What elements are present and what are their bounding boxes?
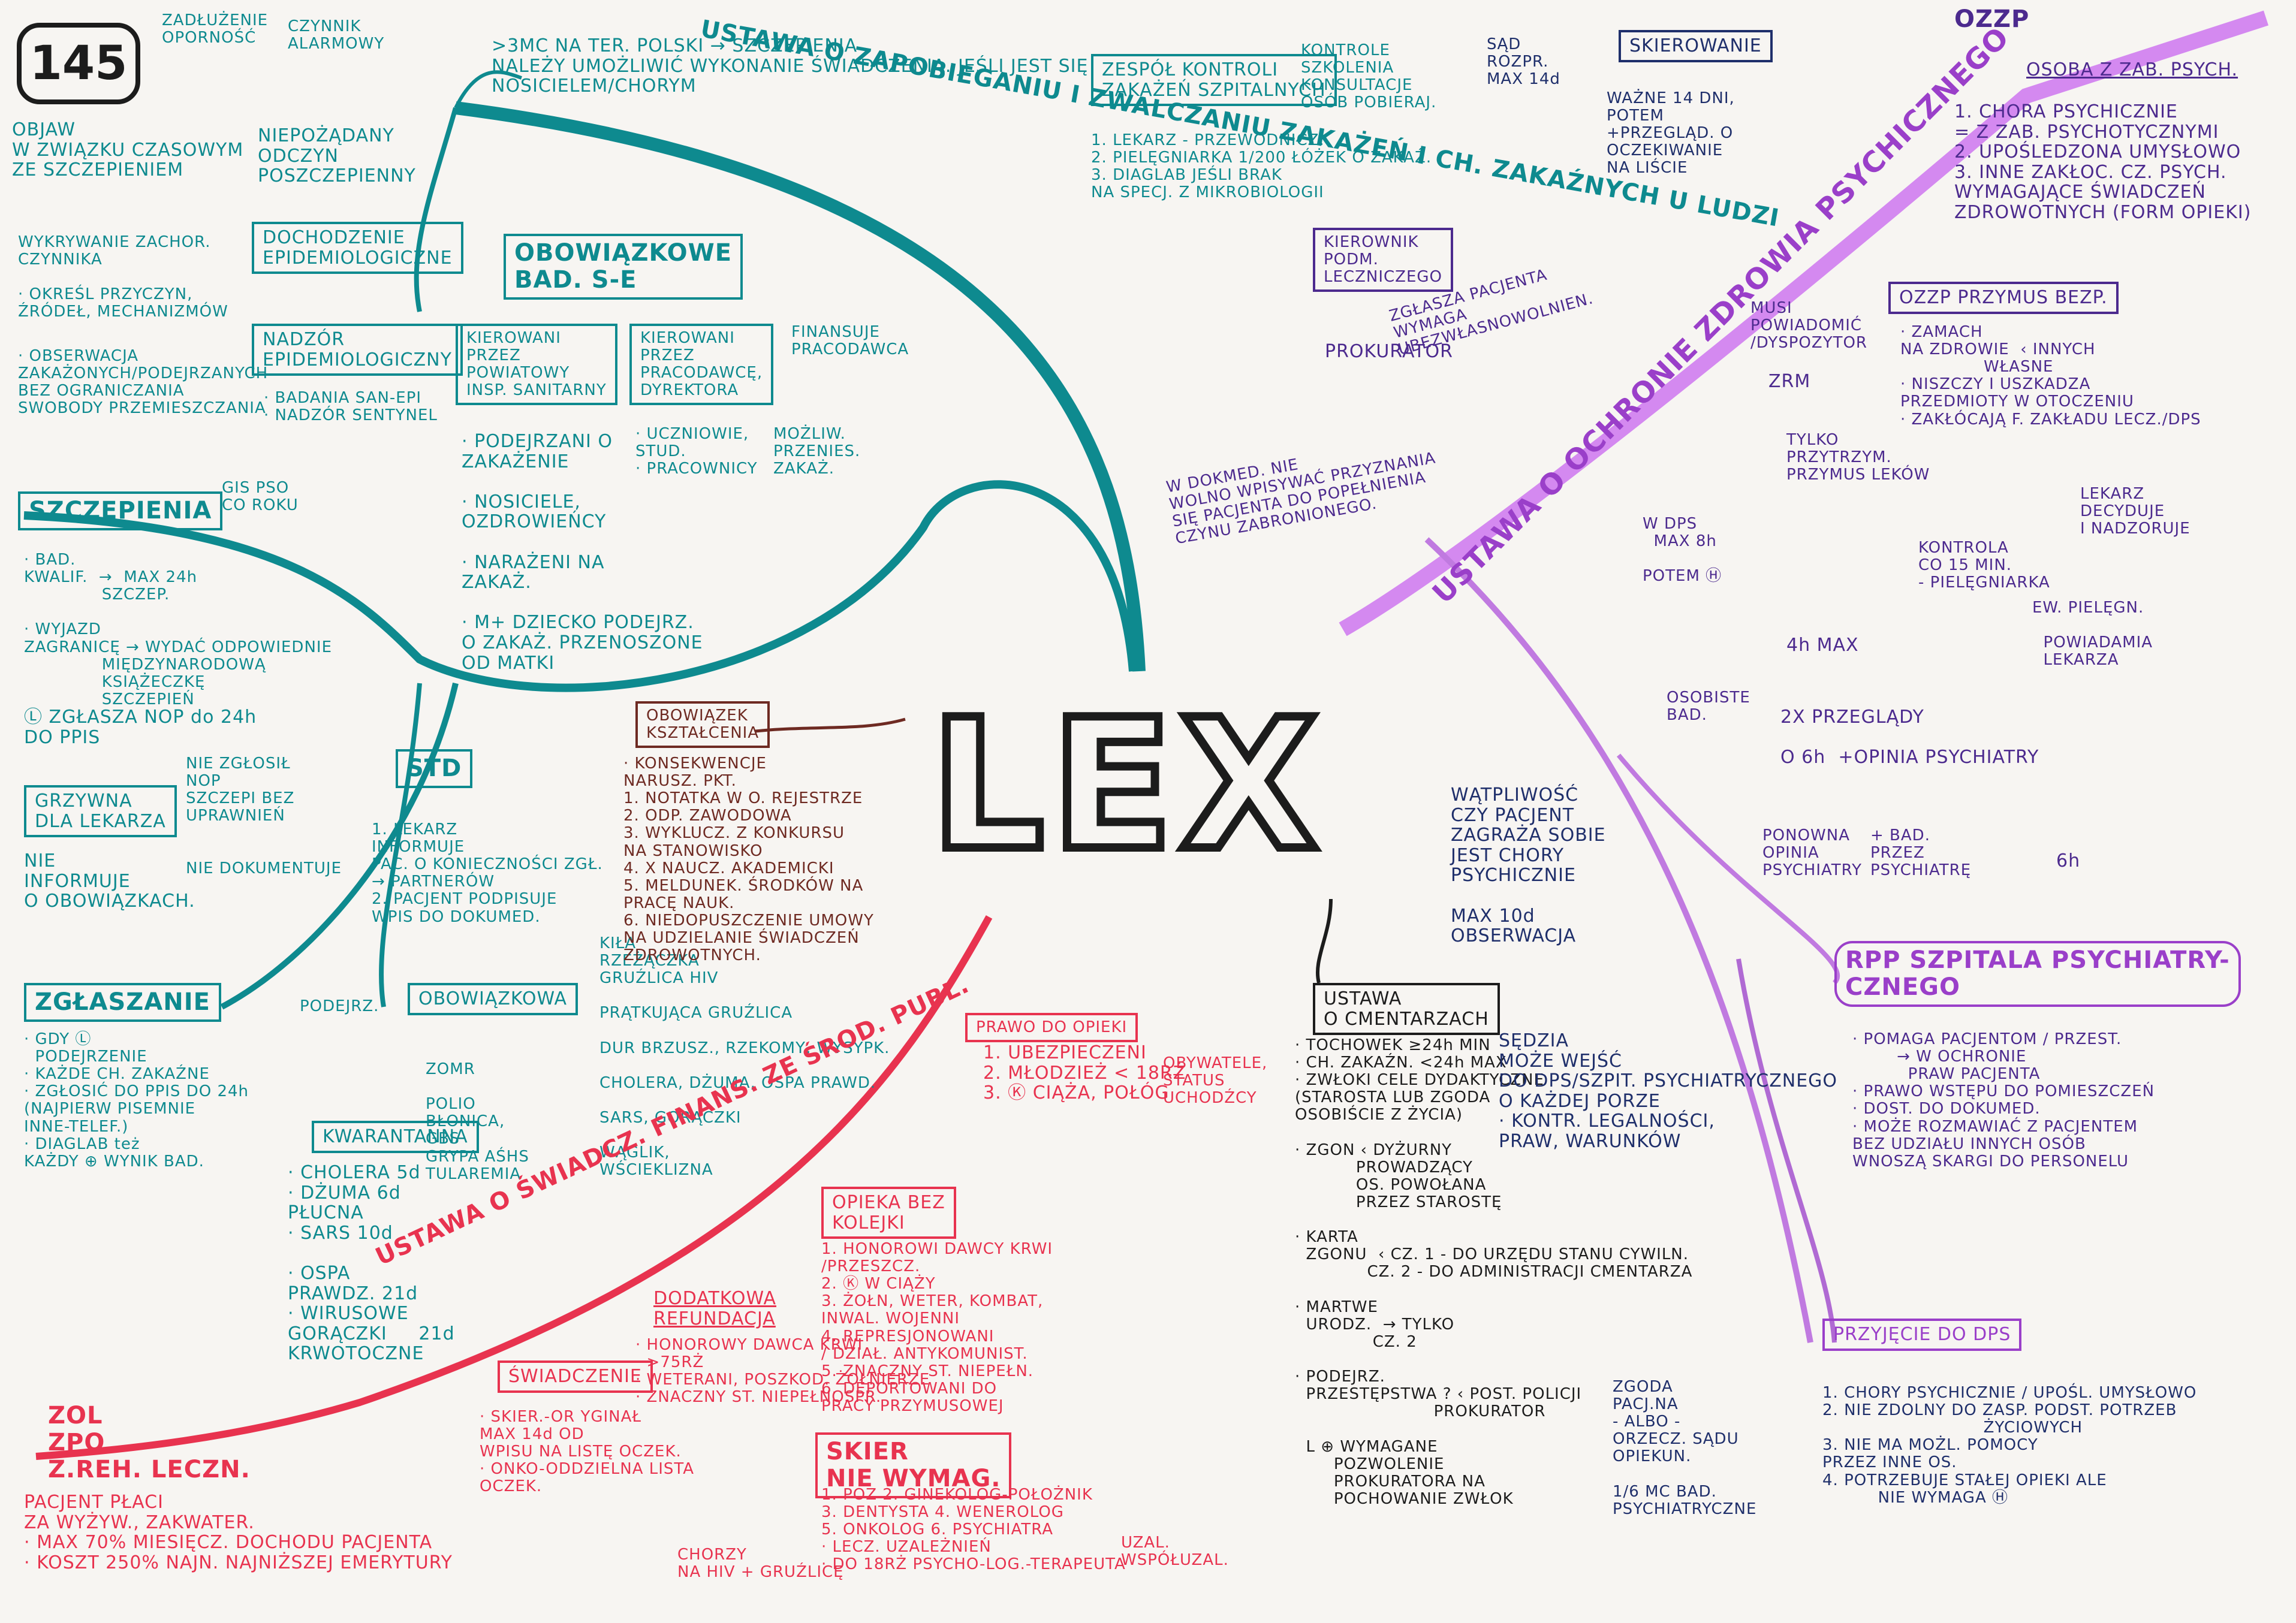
circle-6h-label: 6h [2056,850,2081,871]
zespol-side-notes: KONTROLE SZKOLENIA KONSULTACJE OSÓB POBI… [1301,41,1437,112]
ksztalcenie-list: · KONSEKWENCJE NARUSZ. PKT. 1. NOTATKA W… [623,755,874,965]
watpliwosc-note: WĄTPLIWOŚĆ CZY PACJENT ZAGRAŻA SOBIE JES… [1451,785,1606,947]
sedzia-note: SĘDZIA MOŻE WEJŚĆ DO DPS/SZPIT. PSYCHIAT… [1499,1030,1838,1152]
prawo-do-opieki-box: PRAWO DO OPIEKI [965,1013,1138,1043]
zol-note: ZOL ZPO Z.REH. LECZN. [48,1402,251,1483]
lekarz-note: LEKARZ DECYDUJE I NADZORUJE [2080,485,2190,538]
nop-report: Ⓛ ZGŁASZA NOP do 24h DO PPIS [24,707,257,748]
kierownik-box: KIEROWNIK PODM. LECZNICZEGO [1313,228,1454,292]
sad-note: SĄD ROZPR. MAX 14d [1487,35,1560,89]
obowiazkowa-extra: ZOMR POLIO BŁONICA, GBS GRYPA AŚHS TULAR… [426,1060,529,1183]
dps-list: 1. CHORY PSYCHICZNIE / UPOŚL. UMYSŁOWO 2… [1822,1384,2197,1507]
kierowani-pis-list: · PODEJRZANI O ZAKAŻENIE · NOSICIELE, OZ… [462,431,703,674]
prokurator-label: PROKURATOR [1325,341,1453,362]
dps-note: W DPS MAX 8h POTEM Ⓗ [1643,515,1722,586]
szczepienia-box: SZCZEPIENIA [18,491,223,530]
czynnik-alarmowy-note: CZYNNIK ALARMOWY [288,17,385,53]
kierowani-pis-box: KIEROWANI PRZEZ POWIATOWY INSP. SANITARN… [456,324,617,406]
pracodawca-side: FINANSUJE PRACODAWCA [791,323,909,359]
kolejka-list: 1. HONOROWI DAWCY KRWI /PRZESZCZ. 2. Ⓚ W… [821,1240,1053,1415]
skier-list: 1. POZ 2. GINEKOLOG-POŁOŻNIK 3. DENTYSTA… [821,1486,1126,1574]
zamach-list: · ZAMACH NA ZDROWIE ‹ INNYCH WŁASNE · NI… [1900,323,2201,429]
top-note: >3MC NA TER. POLSKI → SZCZEPIENIA NALEŻY… [492,35,1089,97]
grzywna-notes: NIE ZGŁOSIŁ NOP SZCZEPI BEZ UPRAWNIEŃ NI… [186,755,342,877]
swiadczenie-box: ŚWIADCZENIE [498,1360,653,1393]
nadzor-box: NADZÓR EPIDEMIOLOGICZNY [252,324,463,376]
musi-note: MUSI POWIADOMIĆ /DYSPOZYTOR [1750,299,1867,352]
pielegn-note: EW. PIELĘGN. POWIADAMIA LEKARZA [2032,599,2153,669]
osoba-zab-psych-box: OSOBA Z ZAB. PSYCH. [2026,59,2238,80]
kwarantanna-list: · CHOLERA 5d · DŻUMA 6d PŁUCNA · SARS 10… [288,1162,455,1365]
hiv-note: CHORZY NA HIV + GRUŹLICĘ [677,1546,844,1582]
zespol-list: 1. LEKARZ - PRZEWODNICZ. 2. PIELĘGNIARKA… [1091,131,1432,202]
swiadczenie-list: · SKIER.-OR YGINAŁ MAX 14d OD WPISU NA L… [480,1408,695,1496]
skierowanie-list: WAŻNE 14 DNI, POTEM +PRZEGLĄD. O OCZEKIW… [1607,89,1735,177]
bad-psychiatra-note: + BAD. PRZEZ PSYCHIATRĘ [1870,826,1972,880]
rpp-list: · POMAGA PACJENTOM / PRZEST. → W OCHRONI… [1852,1030,2155,1171]
nie-informuje-note: NIE INFORMUJE O OBOWIĄZKACH. [24,850,195,912]
objaw-note: OBJAW W ZWIĄZKU CZASOWYM ZE SZCZEPIENIEM [12,119,244,181]
dochodzenie-box: DOCHODZENIE EPIDEMIOLOGICZNE [252,222,463,274]
zol-list: PACJENT PŁACI ZA WYŻYW., ZAKWATER. · MAX… [24,1492,453,1573]
prawo-side: OBYWATELE, STATUS UCHODŹCY [1163,1054,1268,1108]
std-box: STD [396,749,473,788]
page-number-badge: 145 [17,23,140,104]
refundacja-box: DODATKOWA REFUNDACJA [653,1288,776,1329]
zgoda-note: ZGODA PACJ.NA - ALBO - ORZECZ. SĄDU OPIE… [1613,1378,1757,1518]
max-4h-label: 4h MAX [1786,635,1859,656]
zespol-kontroli-box: ZESPÓŁ KONTROLI ZAKAŻEŃ SZPITALNYCH [1091,54,1337,107]
nadzor-items: · BADANIA SAN-EPI · NADZÓR SENTYNEL [264,389,438,425]
grzywna-box: GRZYWNA DLA LEKARZA [24,785,177,838]
opieka-bez-kolejki-box: OPIEKA BEZ KOLEJKI [821,1187,956,1239]
pracodawca-note: MOŻLIW. PRZENIES. ZAKAŻ. [773,425,861,478]
zglaszanie-box: ZGŁASZANIE [24,983,221,1022]
podejrz-label: PODEJRZ. [300,997,379,1015]
std-list: 1. LEKARZ INFORMUJE PAC. O KONIECZNOŚCI … [372,820,603,926]
cmentarze-list: · TOCHOWEK ≥24h MIN · CH. ZAKAŹN. <24h M… [1295,1036,1693,1508]
kwarantanna-box: KWARANTANNA [312,1121,479,1153]
zadluzenie-note: ZADŁUŻENIE OPORNOŚĆ [162,11,269,47]
ozzp-list: 1. CHORA PSYCHICZNIE = Z ZAB. PSYCHOTYCZ… [1954,101,2252,223]
zglaszanie-list: · GDY Ⓛ PODEJRZENIE · KAŻDE CH. ZAKAŹNE … [24,1030,249,1171]
kontrola-note: KONTROLA CO 15 MIN. - PIELĘGNIARKA [1918,539,2050,592]
skier-nie-wymag-box: SKIER NIE WYMAG. [815,1432,1012,1498]
przyjecie-dps-box: PRZYJĘCIE DO DPS [1822,1319,2022,1351]
rpp-box: RPP SZPITALA PSYCHIATRY- CZNEGO [1834,941,2241,1007]
pracodawca-list: · UCZNIOWIE, STUD. · PRACOWNICY [635,425,758,478]
obowiazkowa-list: KIŁA RZEŻĄCZKA GRUŹLICA HIV PRĄTKUJĄCA G… [599,934,890,1179]
osobiste-bad-note: OSOBISTE BAD. [1667,689,1750,725]
refundacja-list: · HONOROWY DAWCA KRWI · >75RŻ · WETERANI… [635,1336,930,1407]
przeglady-note: 2X PRZEGLĄDY O 6h +OPINIA PSYCHIATRY [1780,707,2039,768]
prawo-list: 1. UBEZPIECZENI 2. MŁODZIEŻ < 18RŻ 3. Ⓚ … [983,1042,1186,1104]
obowiazkowa-box: OBOWIĄZKOWA [408,983,578,1015]
skierowanie-box: SKIEROWANIE [1619,30,1773,62]
skier-side: UZAL. WSPÓŁUZAL. [1121,1534,1229,1570]
nop-note: NIEPOŻĄDANY ODCZYN POSZCZEPIENNY [258,125,416,187]
obowiazkowe-bad-box: OBOWIĄZKOWE BAD. S-E [504,234,743,300]
ksztalcenie-box: OBOWIĄZEK KSZTAŁCENIA [635,701,770,749]
cmentarze-box: USTAWA O CMENTARZACH [1313,983,1500,1036]
ozzp-label: OZZP [1954,5,2030,33]
dochodzenie-notes: WYKRYWANIE ZACHOR. CZYNNIKA · OKREŚL PRZ… [18,233,228,321]
zrm-label: ZRM [1768,371,1811,392]
central-title-lex: LEX [926,677,1324,894]
przymus-box: OZZP PRZYMUS BEZP. [1888,282,2119,314]
nadzor-notes: · OBSERWACJA ZAKAŻONYCH/PODEJRZANYCH BEZ… [18,347,269,418]
kierowani-pracodawca-box: KIEROWANI PRZEZ PRACODAWCĘ, DYREKTORA [629,324,774,406]
ponowna-opinia-note: PONOWNA OPINIA PSYCHIATRY [1762,826,1862,880]
szczepienia-list: · BAD. KWALIF. → MAX 24h SZCZEP. · WYJAZ… [24,551,332,708]
tylko-note: TYLKO PRZYTRZYM. PRZYMUS LEKÓW [1786,431,1930,484]
szczepienia-side: GIS PSO CO ROKU [222,479,299,515]
